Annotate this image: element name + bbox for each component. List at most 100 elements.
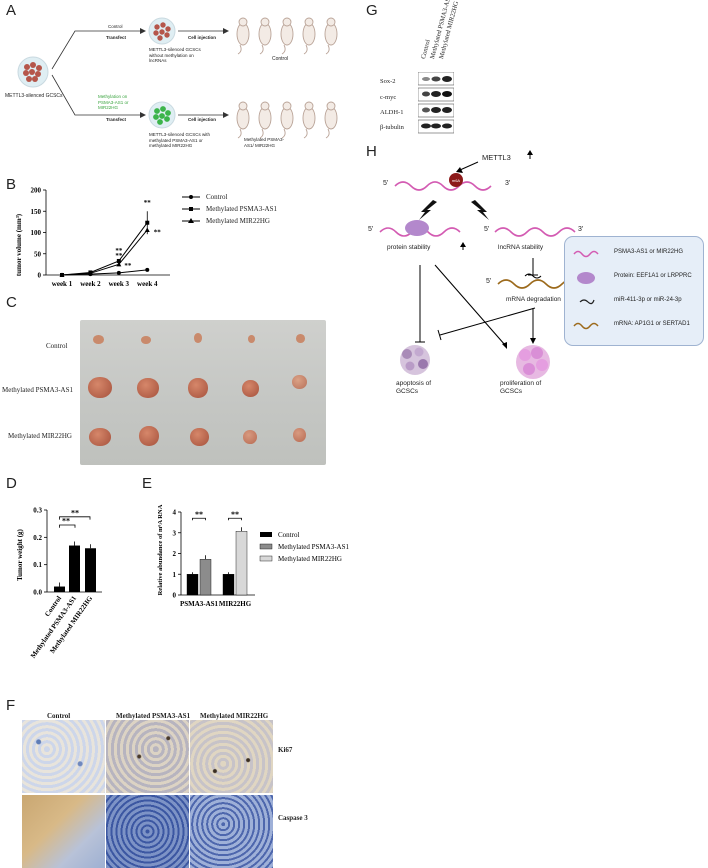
- ihc-col-psma: Methylated PSMA3-AS1: [116, 712, 191, 720]
- chart-e-significance: **: [231, 510, 239, 519]
- tumor-mir-2: [139, 426, 159, 446]
- three-prime-top: 3': [505, 180, 511, 187]
- tumor-control-2: [141, 336, 151, 344]
- chart-e-ylabel: Relative abundance of m⁶A RNA: [157, 504, 164, 595]
- protein-blob-icon: [577, 272, 595, 284]
- legend-e-psma: Methylated PSMA3-AS1: [278, 543, 349, 551]
- pink-wave-icon: [573, 250, 599, 258]
- m6a-abundance-bar-chart: Relative abundance of m⁶A RNA 01234PSMA3…: [157, 504, 349, 608]
- proliferation-label: proliferation of GCSCs: [500, 380, 542, 395]
- chart-b-ytick-label: 200: [31, 187, 42, 195]
- protein-blob-icon: [405, 220, 429, 236]
- top-mice-caption: Control: [272, 56, 289, 62]
- ihc-psma-ki67: [106, 720, 189, 793]
- tumor-mir-1: [89, 428, 111, 446]
- chart-b-series-line: [61, 229, 148, 276]
- chart-d-ytick-label: 0.0: [33, 589, 42, 597]
- five-prime-right: 5': [484, 226, 490, 233]
- chart-b-xtick-label: week 3: [109, 280, 130, 288]
- panel-label-d: D: [6, 475, 17, 492]
- ihc-row-caspase3: Caspase 3: [278, 814, 308, 822]
- chart-e-ytick-label: 0: [173, 592, 177, 600]
- chart-b-significance: **: [144, 199, 152, 207]
- chart-e-significance: **: [195, 510, 203, 519]
- panel-label-b: B: [6, 176, 17, 193]
- chart-b-point: [116, 261, 122, 267]
- chart-b-xtick-label: week 2: [80, 280, 101, 288]
- ihc-control-ki67: [22, 720, 105, 793]
- chart-e-ytick-label: 1: [173, 571, 177, 579]
- chart-b-significance: **: [115, 247, 123, 255]
- legend-h-label-1: PSMA3-AS1 or MIR22HG: [614, 249, 684, 255]
- ihc-mir-caspase3: [190, 795, 273, 868]
- five-prime-left: 5': [368, 226, 374, 233]
- three-prime-right: 3': [578, 226, 584, 233]
- source-cell-cluster-icon: [17, 56, 49, 88]
- wb-row-cmyc: c-myc: [380, 94, 397, 101]
- chart-d-bracket: [59, 524, 76, 528]
- chart-e-bar: [222, 574, 235, 596]
- proliferating-cells-icon: [516, 345, 550, 379]
- tumor-mir-3: [190, 428, 209, 446]
- chart-d-significance: **: [71, 508, 79, 517]
- ihc-col-mir: Methylated MIR22HG: [200, 712, 269, 720]
- panel-a-schematic: [17, 17, 338, 139]
- legend-icons: [573, 250, 599, 330]
- wb-row-aldh1: ALDH-1: [380, 109, 404, 116]
- mice-row-methylated-icon: [236, 101, 338, 139]
- chart-e-xtick-label: PSMA3-AS1: [180, 600, 219, 608]
- chart-d-ytick-label: 0.2: [33, 534, 42, 542]
- panel-label-a: A: [6, 2, 17, 19]
- ihc-col-control: Control: [47, 712, 71, 720]
- chart-b-ytick-label: 150: [31, 208, 42, 216]
- chart-d-ylabel: Tumor weight (g): [16, 528, 24, 580]
- chart-d-bar: [85, 548, 96, 592]
- five-prime-top: 5': [383, 180, 389, 187]
- chart-b-series-line: [61, 222, 148, 276]
- tumor-row-label-control: Control: [46, 342, 68, 350]
- bottom-cells-caption: METTL3-silenced GCSCs with methylated PS…: [149, 132, 211, 148]
- ihc-row-ki67: Ki67: [278, 746, 293, 754]
- chart-d-bracket: [59, 516, 91, 520]
- legend-b-psma: Methylated PSMA3-AS1: [206, 205, 277, 213]
- chart-e-ytick-label: 2: [173, 550, 177, 558]
- branch-top-action: Transfect: [106, 35, 127, 40]
- mrna-degradation-label: mRNA degradation: [506, 296, 561, 303]
- branch-top-label: Control: [108, 24, 123, 29]
- tumor-psma-1: [88, 377, 112, 398]
- chart-b-legend: [182, 195, 200, 223]
- legend-h-label-3: miR-411-3p or miR-24-3p: [614, 297, 682, 303]
- panel-label-f: F: [6, 697, 16, 714]
- legend-h-label-4: mRNA: AP1G1 or SERTAD1: [614, 321, 690, 327]
- tumor-psma-4: [242, 380, 259, 397]
- mechanism-diagram: m6A: [379, 150, 579, 379]
- chart-b-point: [116, 258, 121, 263]
- chart-d-significance: **: [62, 517, 70, 526]
- chart-e-bar: [199, 559, 212, 596]
- legend-h-label-2: Protein: EEF1A1 or LRPPRC: [614, 273, 692, 279]
- chart-e-bar: [235, 531, 248, 596]
- tumor-row-label-psma: Methylated PSMA3-AS1: [2, 386, 73, 394]
- branch-bottom-action: Transfect: [106, 117, 127, 122]
- bottom-mice-caption: Methylated PSMA3-AS1/ MIR22HG: [244, 137, 285, 148]
- mettl3-label: METTL3: [482, 153, 511, 162]
- wb-row-btubulin: β-tubulin: [380, 124, 404, 131]
- legend-b-control: Control: [206, 193, 228, 201]
- chart-e-ytick-label: 3: [173, 529, 177, 537]
- injection-top-label: Cell injection: [188, 35, 217, 40]
- m6a-mark-icon: [449, 173, 463, 187]
- chart-b-ylabel: tumor volume (mm³): [15, 213, 23, 276]
- chart-b-point: [87, 270, 93, 276]
- ihc-psma-caspase3: [106, 795, 189, 868]
- tumor-psma-2: [137, 378, 159, 398]
- chart-b-significance: **: [124, 262, 132, 270]
- chart-e-xtick-label: MIR22HG: [219, 600, 252, 608]
- ihc-mir-ki67: [190, 720, 273, 793]
- ihc-control-caspase3: [22, 795, 105, 868]
- mirna-squiggle-icon: [579, 299, 595, 305]
- methylated-cell-cluster-icon: [148, 101, 176, 129]
- panel-label-c: C: [6, 294, 17, 311]
- lncrna-stability-label: lncRNA stability: [498, 244, 544, 251]
- chart-e-bracket: [228, 517, 242, 521]
- chart-e-bracket: [192, 517, 206, 521]
